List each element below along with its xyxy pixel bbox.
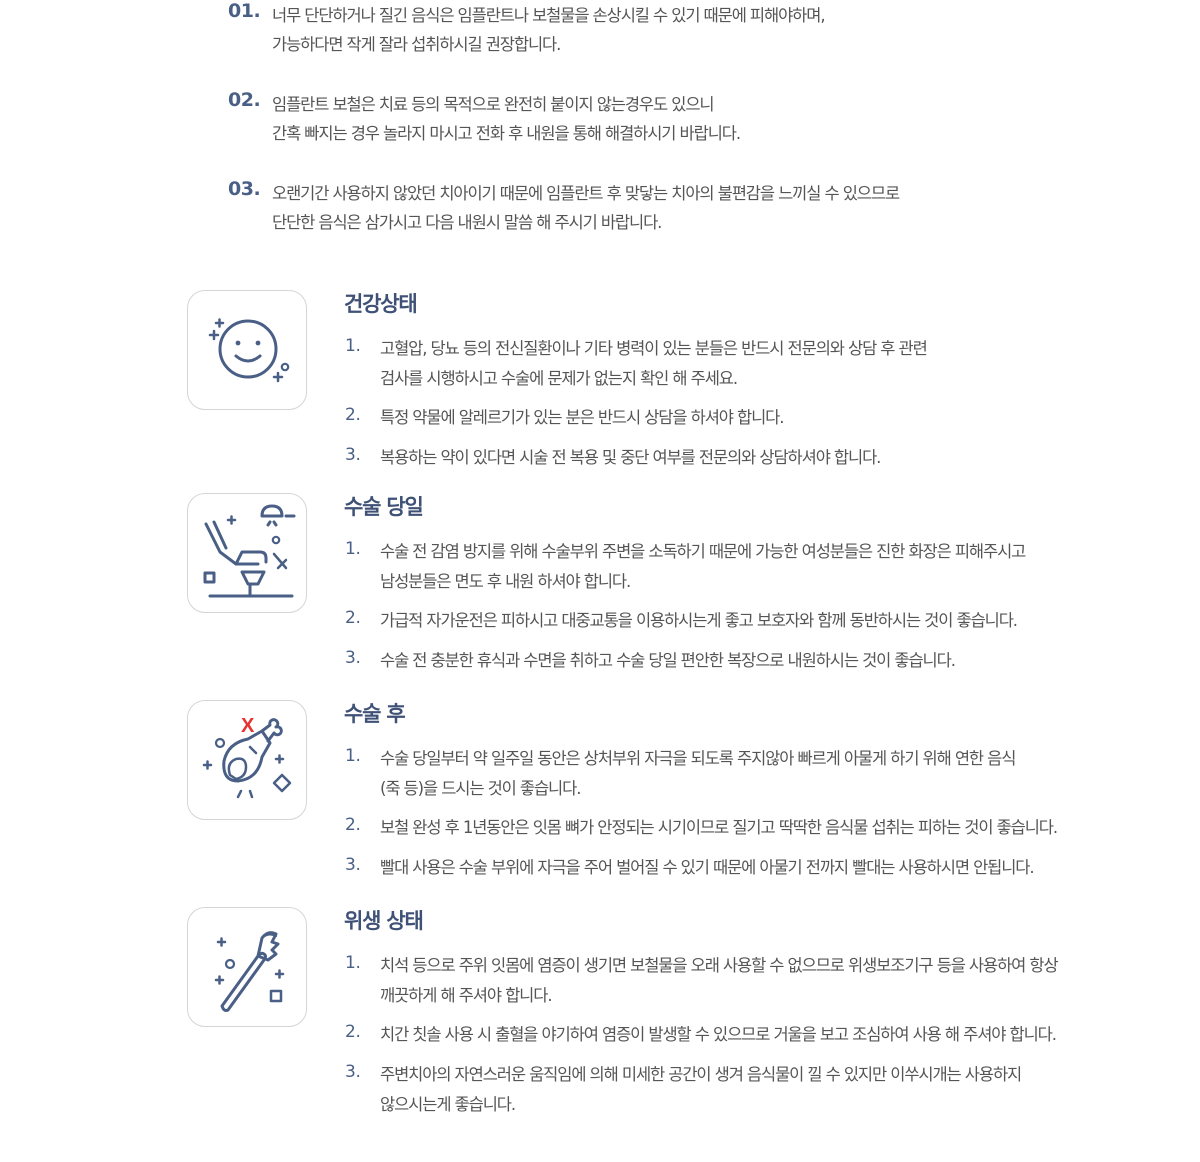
notice-number: 01.	[228, 0, 261, 22]
section-title: 수술 후	[344, 702, 406, 726]
item-number: 3.	[345, 445, 361, 465]
item-text: 수술 전 충분한 휴식과 수면을 취하고 수술 당일 편안한 복장으로 내원하시…	[380, 651, 956, 670]
item-text: 보철 완성 후 1년동안은 잇몸 뼈가 안정되는 시기이므로 질기고 딱딱한 음…	[380, 818, 1058, 837]
section-title: 위생 상태	[344, 909, 424, 933]
notice-text: 오랜기간 사용하지 않았던 치아이기 때문에 임플란트 후 맞닿는 치아의 불편…	[272, 184, 900, 203]
notice-number: 02.	[228, 89, 261, 111]
item-number: 3.	[345, 855, 361, 875]
no-meat-icon: X	[187, 700, 307, 820]
notice-text: 너무 단단하거나 질긴 음식은 임플란트나 보철물을 손상시킬 수 있기 때문에…	[272, 6, 826, 25]
section-title: 수술 당일	[344, 495, 424, 519]
item-text: 치석 등으로 주위 잇몸에 염증이 생기면 보철물을 오래 사용할 수 없으므로…	[380, 956, 1059, 975]
dental-chair-icon	[187, 493, 307, 613]
item-number: 2.	[345, 405, 361, 425]
item-text: 고혈압, 당뇨 등의 전신질환이나 기타 병력이 있는 분들은 반드시 전문의와…	[380, 339, 928, 358]
item-text: 검사를 시행하시고 수술에 문제가 없는지 확인 해 주세요.	[380, 369, 738, 388]
item-text: 특정 약물에 알레르기가 있는 분은 반드시 상담을 하셔야 합니다.	[380, 408, 784, 427]
prohibited-mark: X	[241, 715, 255, 737]
item-text: 주변치아의 자연스러운 움직임에 의해 미세한 공간이 생겨 음식물이 낄 수 …	[380, 1065, 1022, 1084]
item-number: 1.	[345, 746, 361, 766]
item-number: 2.	[345, 608, 361, 628]
item-text: 않으시는게 좋습니다.	[380, 1095, 516, 1114]
section-title: 건강상태	[344, 292, 418, 316]
item-number: 3.	[345, 1062, 361, 1082]
item-text: (죽 등)을 드시는 것이 좋습니다.	[380, 779, 581, 798]
item-text: 빨대 사용은 수술 부위에 자극을 주어 벌어질 수 있기 때문에 아물기 전까…	[380, 858, 1035, 877]
notice-number: 03.	[228, 178, 261, 200]
notice-text: 임플란트 보철은 치료 등의 목적으로 완전히 붙이지 않는경우도 있으니	[272, 95, 715, 114]
smile-face-icon	[187, 290, 307, 410]
item-text: 가급적 자가운전은 피하시고 대중교통을 이용하시는게 좋고 보호자와 함께 동…	[380, 611, 1018, 630]
item-text: 복용하는 약이 있다면 시술 전 복용 및 중단 여부를 전문의와 상담하셔야 …	[380, 448, 881, 467]
item-number: 1.	[345, 539, 361, 559]
item-number: 1.	[345, 953, 361, 973]
item-text: 치간 칫솔 사용 시 출혈을 야기하여 염증이 발생할 수 있으므로 거울을 보…	[380, 1025, 1057, 1044]
item-number: 3.	[345, 648, 361, 668]
item-number: 1.	[345, 336, 361, 356]
notice-text: 단단한 음식은 삼가시고 다음 내원시 말씀 해 주시기 바랍니다.	[272, 213, 662, 232]
notice-text: 가능하다면 작게 잘라 섭취하시길 권장합니다.	[272, 35, 561, 54]
item-text: 남성분들은 면도 후 내원 하셔야 합니다.	[380, 572, 631, 591]
item-text: 깨끗하게 해 주셔야 합니다.	[380, 986, 553, 1005]
item-text: 수술 전 감염 방지를 위해 수술부위 주변을 소독하기 때문에 가능한 여성분…	[380, 542, 1026, 561]
item-number: 2.	[345, 815, 361, 835]
item-number: 2.	[345, 1022, 361, 1042]
item-text: 수술 당일부터 약 일주일 동안은 상처부위 자극을 되도록 주지않아 빠르게 …	[380, 749, 1016, 768]
toothbrush-icon	[187, 907, 307, 1027]
notice-text: 간혹 빠지는 경우 놀라지 마시고 전화 후 내원을 통해 해결하시기 바랍니다…	[272, 124, 741, 143]
